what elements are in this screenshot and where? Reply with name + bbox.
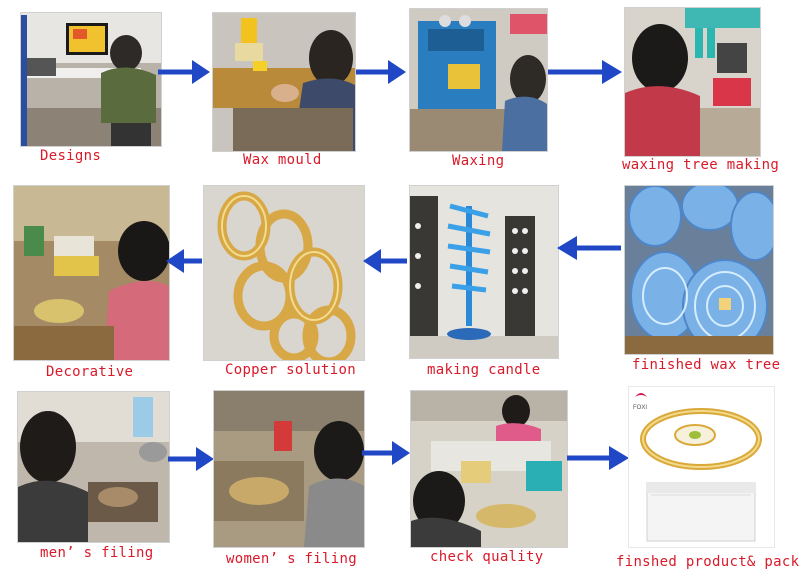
arrow-right-icon <box>567 446 629 470</box>
arrow-right-4 <box>168 444 214 474</box>
finished-product-pack-photo: FOXI <box>628 386 775 548</box>
copper-solution-photo <box>203 185 365 361</box>
decorative-photo <box>13 185 170 361</box>
arrow-right-icon <box>168 447 214 471</box>
designs-caption: Designs <box>40 148 102 164</box>
finished-wax-tree-caption: finished wax tree <box>632 357 781 373</box>
finished-wax-tree-photo <box>624 185 774 355</box>
waxing-tree-making-photo <box>624 7 761 157</box>
arrow-right-icon <box>158 60 210 84</box>
arrow-left-icon <box>166 249 202 273</box>
arrow-right-5 <box>362 438 410 468</box>
decorative-caption: Decorative <box>46 364 134 380</box>
finished-product-pack-caption: finshed product& pack <box>616 554 800 570</box>
mens-filing-caption: men’ s filing <box>40 545 154 561</box>
arrow-left-icon <box>363 249 407 273</box>
making-candle-caption: making candle <box>427 362 541 378</box>
making-candle-photo <box>409 185 559 359</box>
arrow-left-icon <box>557 236 621 260</box>
arrow-right-1 <box>158 57 210 87</box>
waxing-caption: Waxing <box>452 153 505 169</box>
arrow-right-icon <box>362 441 410 465</box>
brand-mark: FOXI <box>633 405 647 411</box>
copper-solution-caption: Copper solution <box>225 362 356 378</box>
foxi-logo-icon: FOXI <box>633 393 647 411</box>
wax-mould-caption: Wax mould <box>243 152 322 168</box>
arrow-right-icon <box>548 60 622 84</box>
check-quality-caption: check quality <box>430 549 544 565</box>
arrow-right-2 <box>356 57 406 87</box>
arrow-left-3 <box>557 233 621 263</box>
womens-filing-photo <box>213 390 365 548</box>
designs-photo <box>20 12 162 147</box>
arrow-left-1 <box>166 246 202 276</box>
waxing-tree-making-caption: waxing tree making <box>622 157 780 173</box>
wax-mould-photo <box>212 12 356 152</box>
arrow-right-6 <box>567 443 629 473</box>
arrow-left-2 <box>363 246 407 276</box>
arrow-right-icon <box>356 60 406 84</box>
check-quality-photo <box>410 390 568 548</box>
waxing-photo <box>409 8 548 152</box>
womens-filing-caption: women’ s filing <box>226 551 357 567</box>
arrow-right-3 <box>548 57 622 87</box>
mens-filing-photo <box>17 391 170 543</box>
